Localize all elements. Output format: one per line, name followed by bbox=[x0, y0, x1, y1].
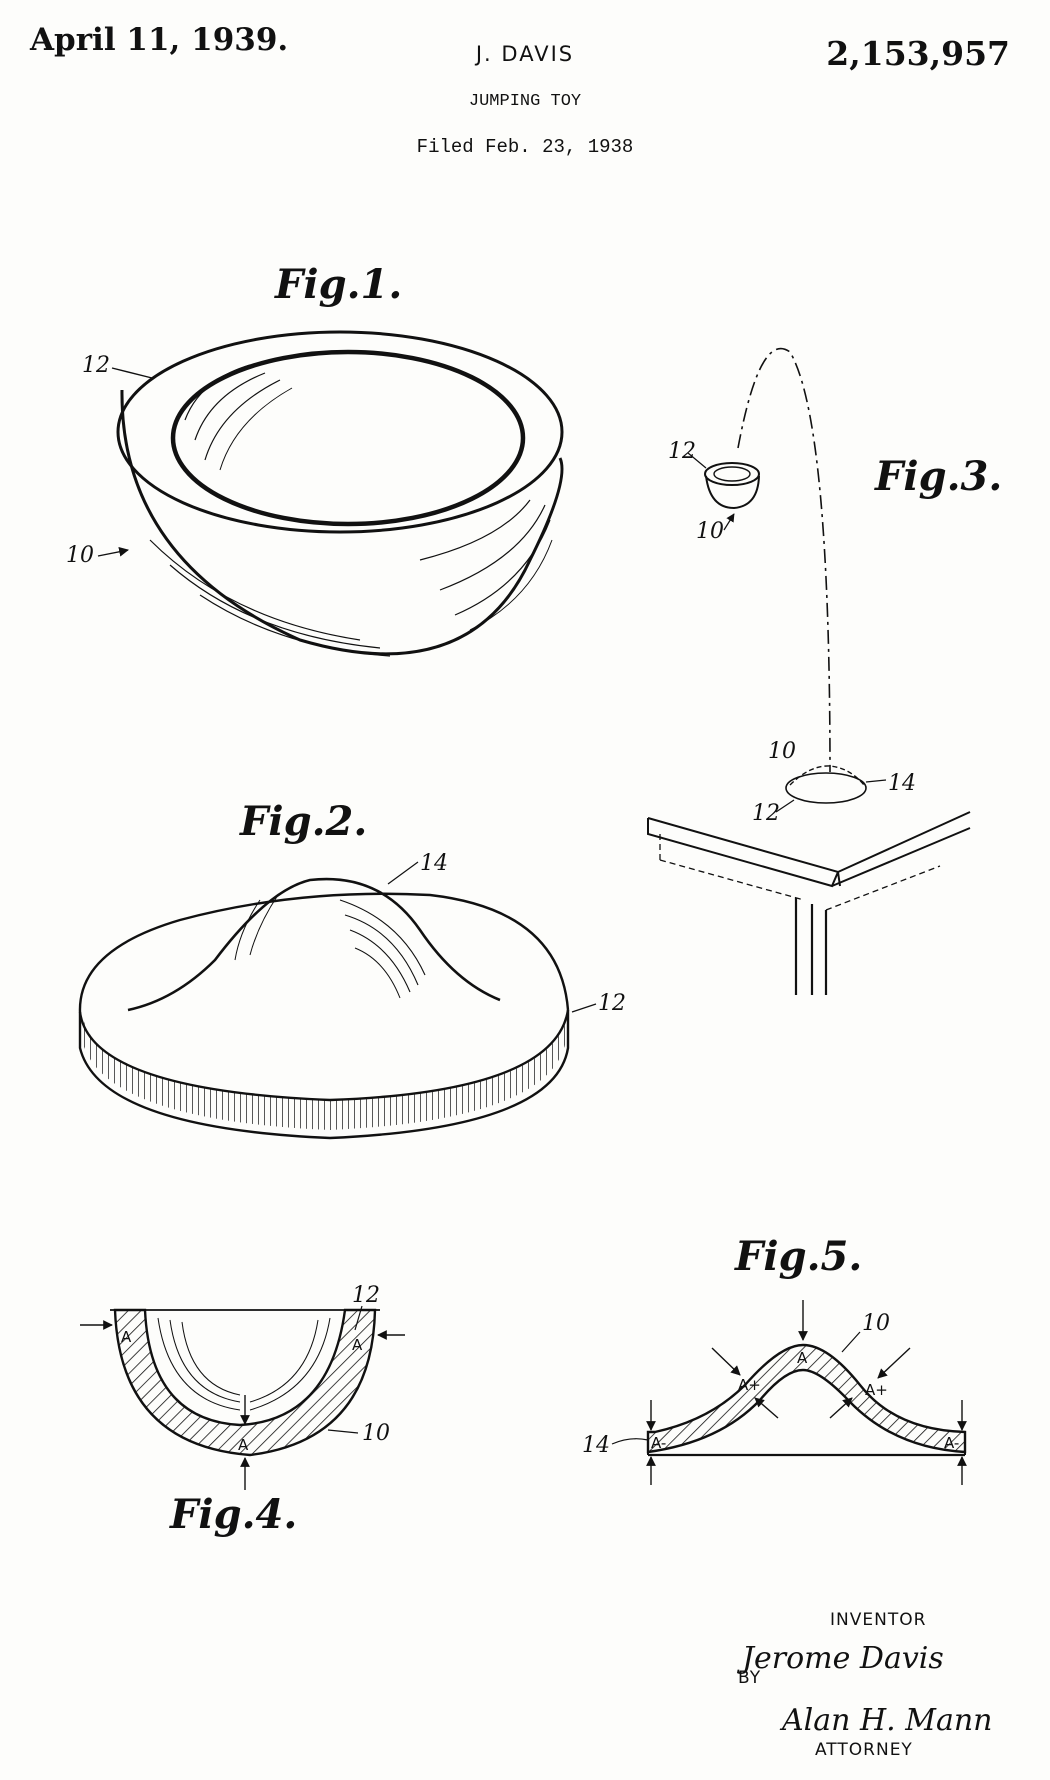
figure-4: Fig.4. A A A 12 10 bbox=[80, 1283, 405, 1538]
ref-10-fig3-table: 10 bbox=[768, 739, 796, 764]
figure-4-label: Fig.4. bbox=[169, 1491, 297, 1538]
figure-1: Fig.1. 12 bbox=[66, 261, 564, 657]
table-corner bbox=[647, 811, 971, 995]
inventor-signature: Jerome Davis bbox=[736, 1641, 944, 1676]
ref-12-fig4: 12 bbox=[352, 1283, 380, 1308]
figure-2-label: Fig.2. bbox=[239, 798, 367, 845]
ref-10-fig5: 10 bbox=[862, 1311, 890, 1336]
jump-trajectory bbox=[737, 347, 831, 773]
inventor-label: INVENTOR bbox=[830, 1610, 927, 1630]
thickness-mark-a-left: A bbox=[121, 1328, 132, 1346]
by-label: BY bbox=[738, 1668, 762, 1688]
thickness-mark-a-minus-left: A- bbox=[651, 1434, 666, 1452]
thickness-mark-a-top: A bbox=[797, 1349, 808, 1367]
figure-5-label: Fig.5. bbox=[734, 1233, 862, 1280]
inverted-toy-on-table bbox=[785, 765, 867, 804]
ref-10-fig4: 10 bbox=[362, 1421, 390, 1446]
small-bowl-in-flight bbox=[704, 462, 760, 510]
ref-12-fig2: 12 bbox=[598, 991, 626, 1016]
signature-block: Jerome Davis Alan H. Mann bbox=[736, 1641, 992, 1738]
filed-date: Filed Feb. 23, 1938 bbox=[416, 136, 634, 158]
issue-date: April 11, 1939. bbox=[30, 22, 289, 58]
figure-3-label: Fig.3. bbox=[874, 453, 1002, 500]
figure-1-label: Fig.1. bbox=[274, 261, 402, 308]
figure-2-dome-drawing bbox=[78, 877, 570, 1140]
inventor-name: J. DAVIS bbox=[475, 42, 575, 66]
thickness-mark-a-plus-right: A+ bbox=[865, 1381, 888, 1399]
figure-2: Fig.2. 14 12 bbox=[78, 798, 626, 1140]
figure-1-bowl-drawing bbox=[116, 330, 564, 657]
figure-5: Fig.5. A A+ A+ A- A- 10 14 bbox=[582, 1233, 967, 1485]
figure-3: Fig.3. 12 10 10 14 12 bbox=[647, 347, 1002, 995]
thickness-mark-a-plus-left: A+ bbox=[738, 1376, 761, 1394]
thickness-mark-a-bottom: A bbox=[238, 1436, 249, 1454]
ref-14-fig5: 14 bbox=[582, 1433, 610, 1458]
thickness-mark-a-right: A bbox=[352, 1336, 363, 1354]
ref-14-fig3-table: 14 bbox=[888, 771, 916, 796]
attorney-label: ATTORNEY bbox=[815, 1740, 913, 1760]
ref-10-fig3-flight: 10 bbox=[696, 519, 724, 544]
thickness-mark-a-minus-right: A- bbox=[944, 1434, 959, 1452]
attorney-signature: Alan H. Mann bbox=[779, 1703, 992, 1738]
ref-12-fig3-table: 12 bbox=[752, 801, 780, 826]
bowl-cross-section bbox=[113, 1308, 377, 1457]
ref-14-fig2: 14 bbox=[420, 851, 448, 876]
patent-number: 2,153,957 bbox=[826, 34, 1010, 73]
ref-10-fig1: 10 bbox=[66, 543, 94, 568]
invention-title: JUMPING TOY bbox=[468, 92, 582, 111]
ref-12-fig1: 12 bbox=[82, 353, 110, 378]
ref-12-fig3-flight: 12 bbox=[668, 439, 696, 464]
